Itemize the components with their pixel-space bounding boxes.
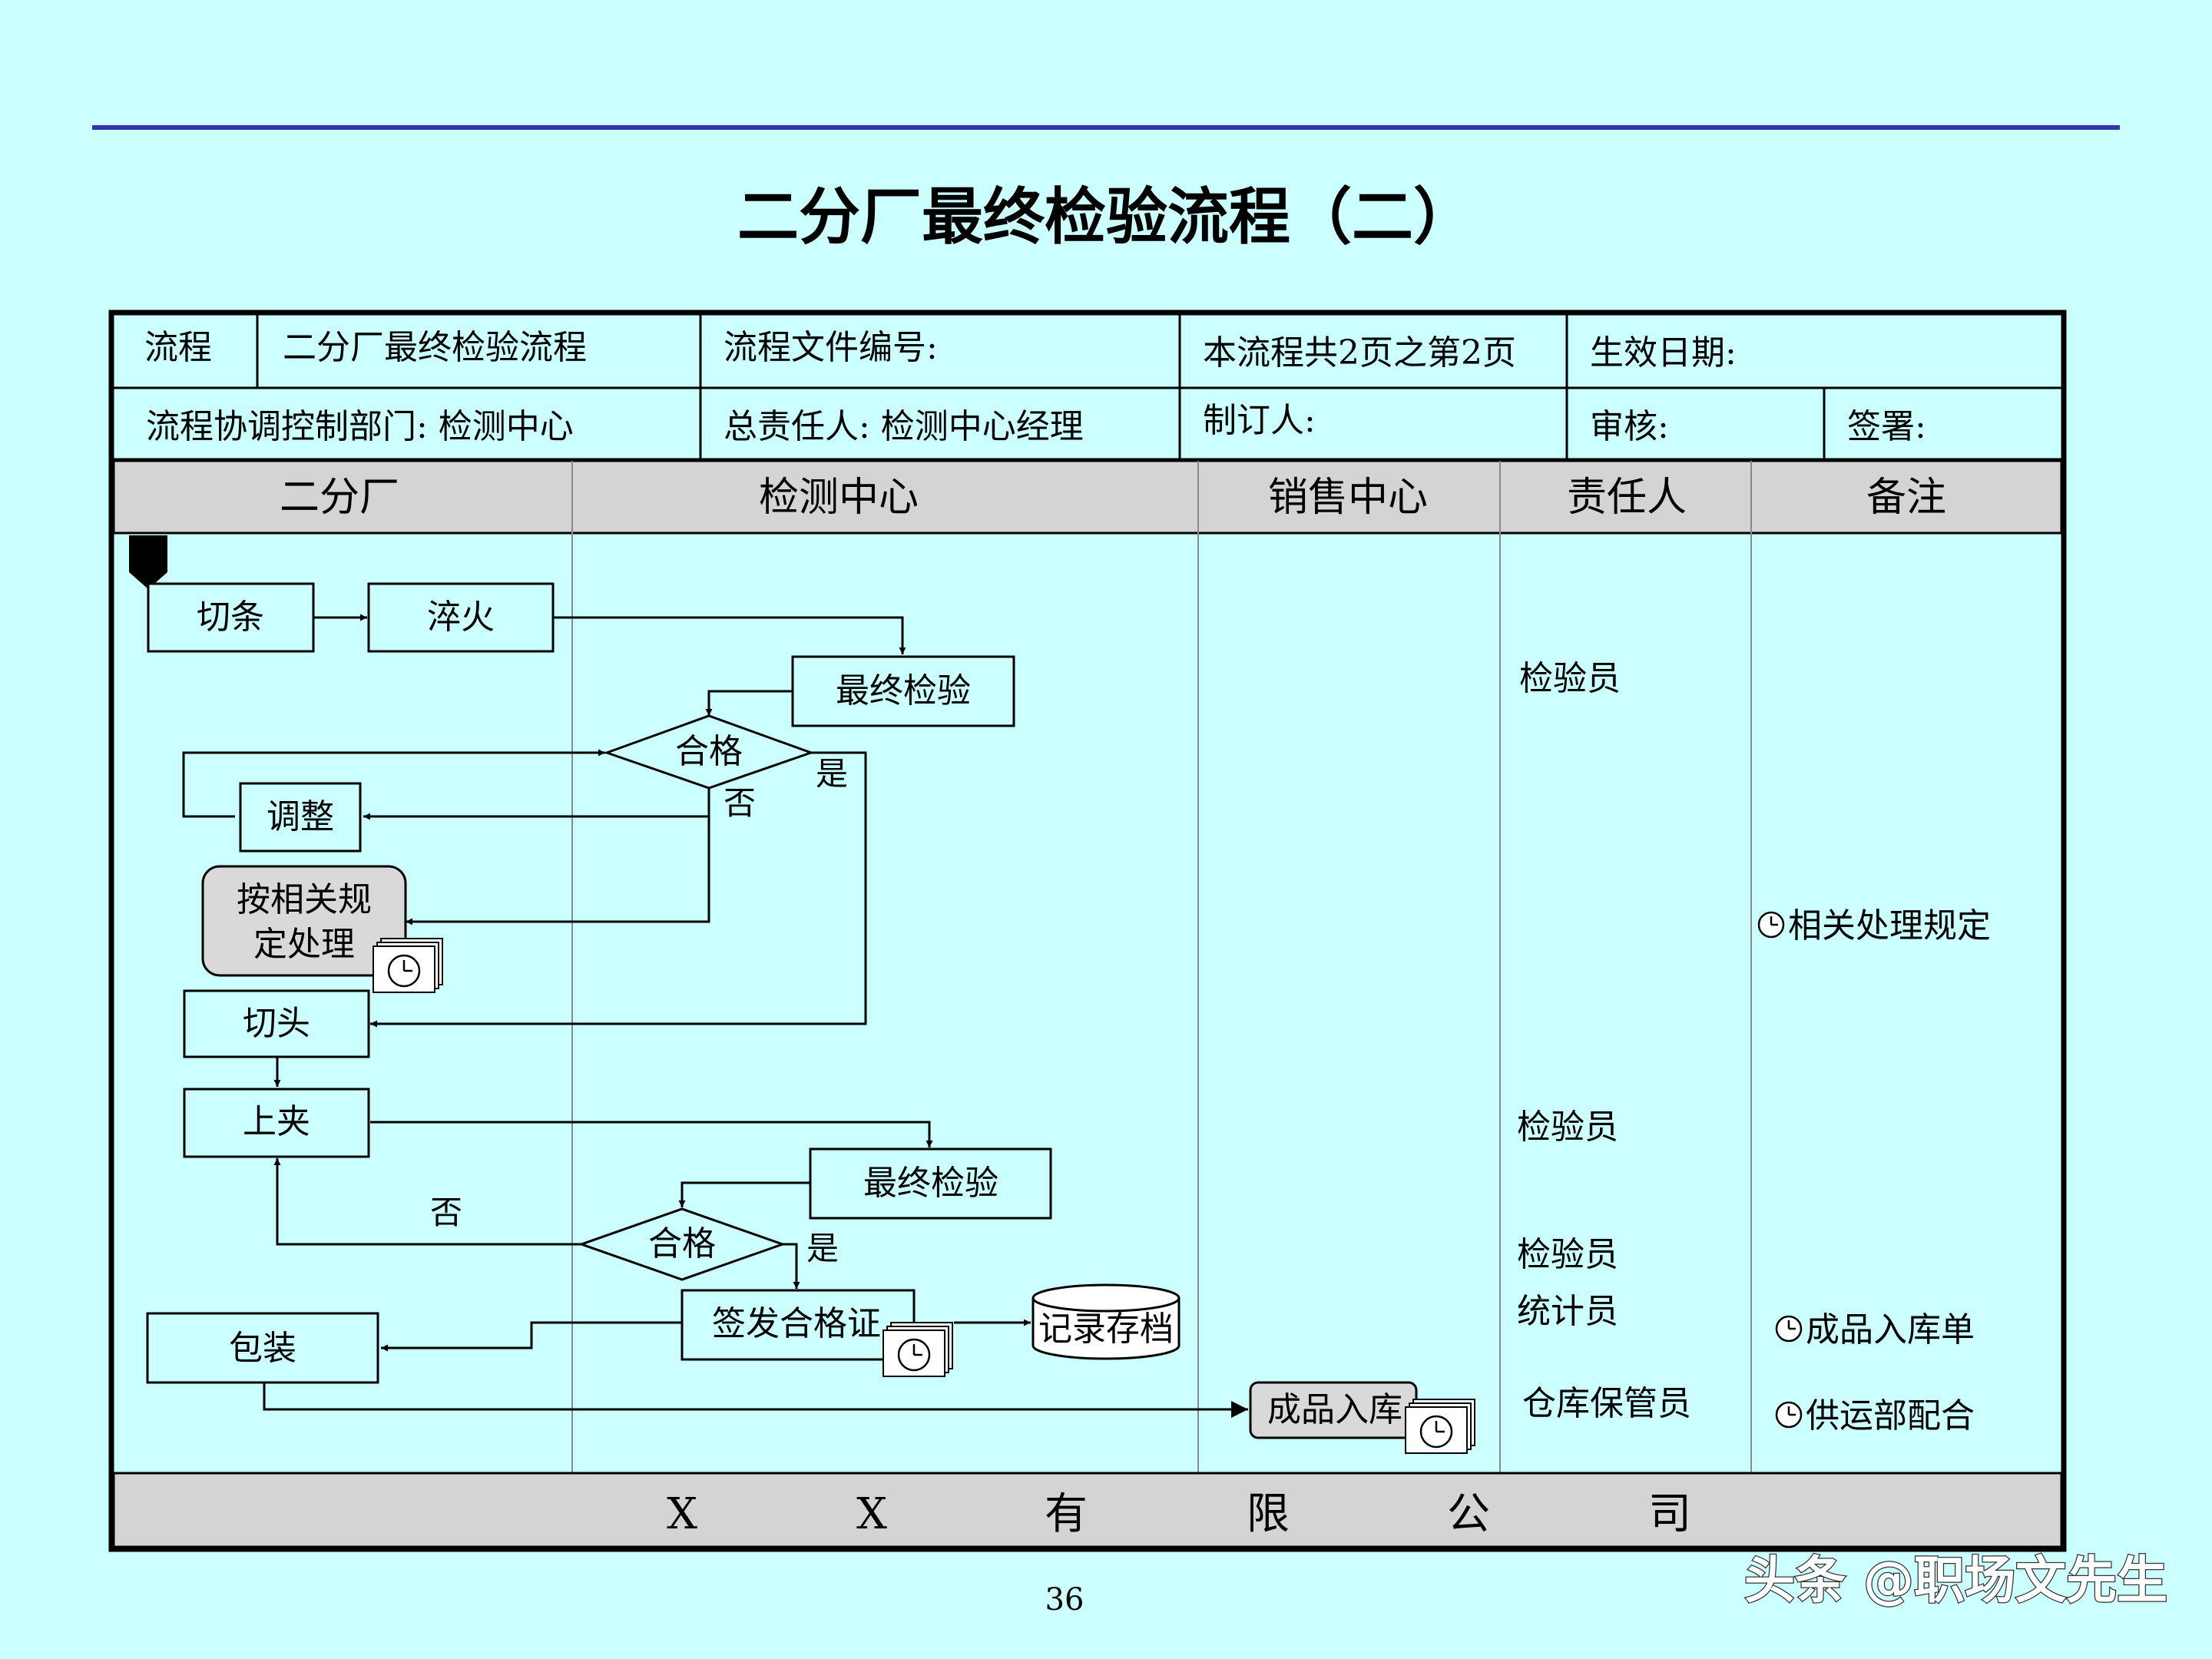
- record-docs-icon: [372, 937, 444, 994]
- svg-text:切头: 切头: [243, 1004, 310, 1043]
- responsible-warehouse-keeper: 仓库保管员: [1522, 1384, 1691, 1423]
- header-cell-signature: 签署:: [1847, 407, 1926, 446]
- node-final-inspection-2: 最终检验: [809, 1147, 1052, 1220]
- clock-icon: [1775, 1315, 1803, 1343]
- clock-icon: [1757, 911, 1785, 939]
- header-cell-author: 制订人:: [1203, 401, 1316, 440]
- node-pass-decision-2: 合格: [578, 1207, 786, 1281]
- lane-header-factory: 二分厂: [280, 475, 399, 521]
- page-title: 二分厂最终检验流程（二）: [737, 181, 1475, 253]
- node-cut-strip: 切条: [147, 582, 315, 653]
- svg-text:上夹: 上夹: [243, 1102, 310, 1141]
- svg-text:按相关规: 按相关规: [237, 880, 372, 919]
- svg-text:定处理: 定处理: [253, 925, 355, 964]
- svg-text:签发合格证: 签发合格证: [712, 1304, 881, 1343]
- warehouse-docs-icon: [1404, 1398, 1476, 1455]
- footer-band: [112, 1472, 2063, 1548]
- svg-text:最终检验: 最终检验: [836, 671, 971, 710]
- node-packing: 包装: [146, 1312, 379, 1384]
- lane-header-inspection-center: 检测中心: [759, 475, 919, 521]
- note-handling-rules: 相关处理规定: [1788, 906, 1991, 945]
- header-cell-doc-number: 流程文件编号:: [724, 328, 938, 367]
- responsible-inspector: 检验员: [1517, 1235, 1618, 1274]
- footer-company-char: 司: [1648, 1489, 1691, 1539]
- footer-company-char: 公: [1447, 1489, 1490, 1539]
- lane-header-sales-center: 销售中心: [1268, 475, 1428, 521]
- edge-label-yes-1: 是: [816, 755, 848, 793]
- connectors: [182, 614, 1248, 1418]
- svg-text:记录存档: 记录存档: [1038, 1310, 1174, 1349]
- svg-text:调整: 调整: [267, 797, 334, 836]
- header-cell-coordination-dept: 流程协调控制部门: 检测中心: [146, 407, 574, 446]
- node-adjust: 调整: [239, 782, 362, 853]
- note-warehouse-slip: 成品入库单: [1806, 1310, 1975, 1349]
- lane-header-responsible: 责任人: [1567, 475, 1687, 521]
- svg-text:合格: 合格: [648, 1224, 716, 1263]
- node-archive-record: 记录存档: [1031, 1283, 1181, 1360]
- node-quench: 淬火: [367, 582, 555, 653]
- form-frame: [108, 310, 2067, 1552]
- header-cell-page-count: 本流程共2页之第2页: [1203, 333, 1516, 373]
- edge-label-no-1: 否: [724, 784, 756, 822]
- responsible-statistician: 统计员: [1517, 1292, 1618, 1331]
- header-cell-owner: 总责任人: 检测中心经理: [724, 407, 1084, 446]
- header-cell-process-name: 二分厂最终检验流程: [283, 328, 587, 367]
- svg-text:切条: 切条: [197, 598, 264, 637]
- certificate-docs-icon: [882, 1321, 954, 1378]
- start-marker: [129, 535, 167, 589]
- note-supply-cooperation: 供运部配合: [1806, 1396, 1975, 1435]
- clock-icon: [1775, 1401, 1803, 1429]
- node-handle-per-rules: 按相关规 定处理: [201, 865, 407, 977]
- header-cell-reviewer: 审核:: [1590, 407, 1669, 446]
- header-cell-effective-date: 生效日期:: [1590, 333, 1737, 373]
- svg-text:包装: 包装: [229, 1329, 296, 1368]
- svg-text:成品入库: 成品入库: [1267, 1390, 1402, 1429]
- lane-header-band: [112, 459, 2063, 535]
- edge-label-yes-2: 是: [806, 1230, 839, 1267]
- watermark: 头条 @职场文先生: [1744, 1551, 2167, 1610]
- header-cell-process: 流程: [144, 328, 212, 367]
- svg-text:最终检验: 最终检验: [863, 1164, 998, 1203]
- responsible-inspector: 检验员: [1517, 1108, 1618, 1147]
- svg-text:淬火: 淬火: [427, 598, 495, 637]
- node-final-inspection-1: 最终检验: [791, 655, 1015, 727]
- node-cut-head: 切头: [183, 989, 370, 1058]
- header-grid: [114, 315, 2061, 461]
- edge-label-no-2: 否: [430, 1194, 462, 1231]
- node-warehousing: 成品入库: [1249, 1381, 1418, 1439]
- footer-company-char: 有: [1045, 1489, 1088, 1539]
- node-clamp: 上夹: [183, 1088, 370, 1158]
- node-pass-decision-1: 合格: [603, 714, 815, 790]
- footer-company-char: 限: [1247, 1489, 1290, 1539]
- page-number: 36: [1045, 1582, 1084, 1618]
- responsible-inspector: 检验员: [1519, 659, 1621, 698]
- footer-company-char: X: [856, 1489, 887, 1539]
- node-issue-certificate: 签发合格证: [680, 1289, 916, 1361]
- footer-company-char: X: [667, 1489, 697, 1539]
- svg-text:合格: 合格: [675, 732, 743, 771]
- lane-dividers: [571, 461, 1752, 1473]
- lane-header-notes: 备注: [1866, 475, 1946, 521]
